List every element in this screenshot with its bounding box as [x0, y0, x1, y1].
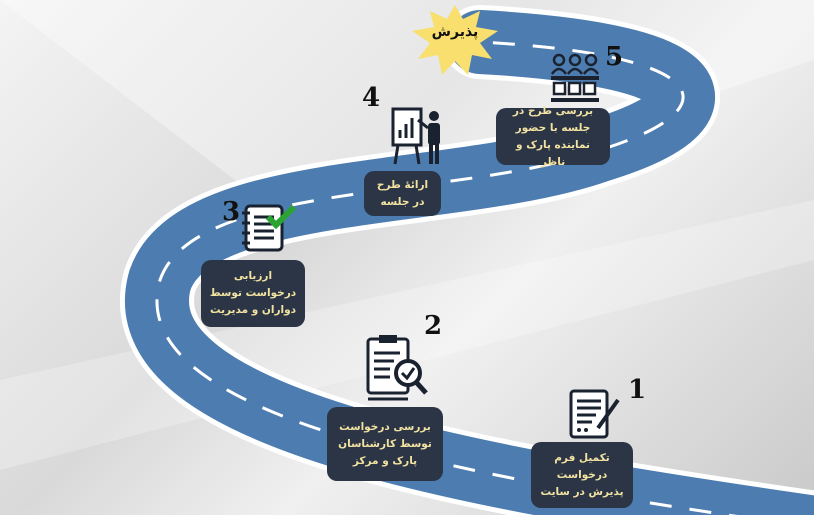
step-4-number: 4 [362, 83, 381, 113]
step-4-box: ارائهٔ طرح در جلسه [364, 171, 441, 216]
form-edit-icon [569, 389, 620, 439]
meeting-group-icon [550, 53, 600, 102]
step-3-box: ارزیابی درخواست توسط دواران و مدیریت [201, 260, 305, 327]
step-5-box: بررسی طرح در جلسه با حضور نماینده پارک و… [496, 105, 610, 168]
step-1-box: تکمیل فرم درخواست پذیرش در سایت [531, 442, 633, 508]
step-3-number: 3 [222, 197, 241, 227]
checklist-notebook-icon [242, 204, 297, 252]
badge-label: پذیرش [431, 24, 479, 40]
step-2-box: بررسی درخواست توسط کارشناسان پارک و مرکز [327, 407, 443, 481]
presentation-icon [391, 107, 440, 165]
step-2-number: 2 [424, 311, 443, 341]
step-5-number: 5 [605, 42, 624, 72]
star-badge-icon [412, 5, 498, 75]
step-1-number: 1 [628, 375, 647, 405]
clipboard-check-icon [366, 335, 428, 401]
